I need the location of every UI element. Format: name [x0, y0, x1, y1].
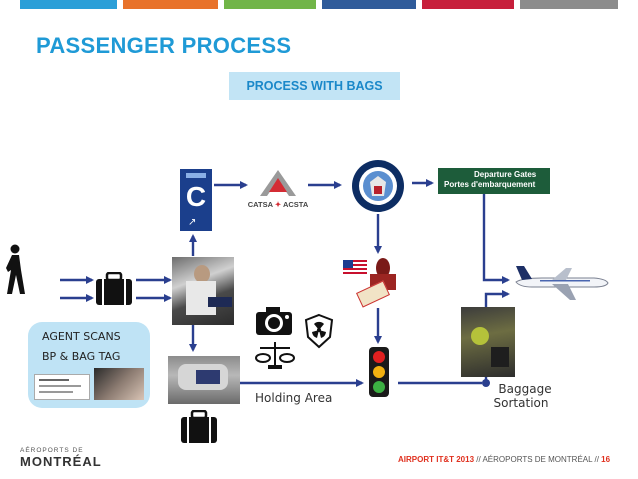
agent-box-line2: BP & BAG TAG	[42, 350, 121, 363]
agent-box-line1: AGENT SCANS	[42, 330, 121, 343]
color-bar-1	[20, 0, 117, 9]
subtitle-badge: PROCESS WITH BAGS	[229, 72, 400, 100]
page-title: PASSENGER PROCESS	[36, 33, 292, 58]
logo-line1: AÉROPORTS DE	[20, 447, 84, 454]
color-bar-6	[520, 0, 618, 9]
footer-event: AIRPORT IT&T 2013	[398, 455, 475, 464]
adm-logo: AÉROPORTS DE MONTRÉAL	[20, 447, 130, 469]
acsta-text: ACSTA	[282, 200, 309, 209]
catsa-logo: CATSA ✦ ACSTA	[246, 168, 310, 214]
catsa-text: CATSA	[247, 200, 273, 209]
approved-stamp-icon	[356, 258, 400, 308]
agent-checkin-photo	[172, 257, 234, 325]
camera-icon	[256, 307, 292, 335]
airplane-icon	[515, 266, 609, 300]
sortation-label: Sortation	[493, 396, 549, 410]
suitcase-bottom-icon	[181, 410, 217, 443]
walking-person-icon	[6, 244, 25, 294]
footer-sep2: //	[592, 455, 602, 464]
checkin-sign: C ↗	[180, 169, 212, 231]
boarding-pass-image	[34, 374, 90, 400]
bag-scanner-photo	[168, 356, 240, 404]
catsa-emblem-icon	[260, 170, 296, 196]
color-bar-4	[322, 0, 416, 9]
traffic-light-icon	[369, 347, 389, 397]
color-bar-3	[224, 0, 316, 9]
dhs-seal-icon	[352, 160, 404, 212]
arrow-departure-plane	[482, 186, 510, 284]
footer-text: AIRPORT IT&T 2013 // AÉROPORTS DE MONTRÉ…	[398, 455, 610, 464]
page-number: 16	[601, 455, 611, 464]
scale-icon	[255, 342, 295, 369]
baggage-sortation-photo	[461, 307, 515, 377]
baggage-label: Baggage	[498, 382, 552, 396]
agent-scans-box: AGENT SCANS BP & BAG TAG	[28, 322, 150, 408]
departure-sign-line2: Portes d'embarquement	[444, 180, 536, 189]
color-bar-5	[422, 0, 514, 9]
departure-sign-line1: Departure Gates	[474, 170, 537, 179]
footer-org: AÉROPORTS DE MONTRÉAL	[482, 455, 593, 464]
radiation-shield-icon	[304, 313, 334, 349]
color-bar-2	[123, 0, 218, 9]
holding-area-label: Holding Area	[255, 391, 333, 405]
bag-tag-scan-photo	[94, 368, 144, 400]
us-flag-icon	[343, 260, 367, 275]
departure-gates-sign: Departure Gates Portes d'embarquement	[438, 168, 550, 194]
checkin-letter: C	[185, 181, 207, 212]
footer-sep1: //	[474, 455, 483, 464]
logo-line2: MONTRÉAL	[20, 454, 102, 469]
suitcase-icon	[96, 272, 132, 305]
junction-dot	[482, 379, 490, 387]
